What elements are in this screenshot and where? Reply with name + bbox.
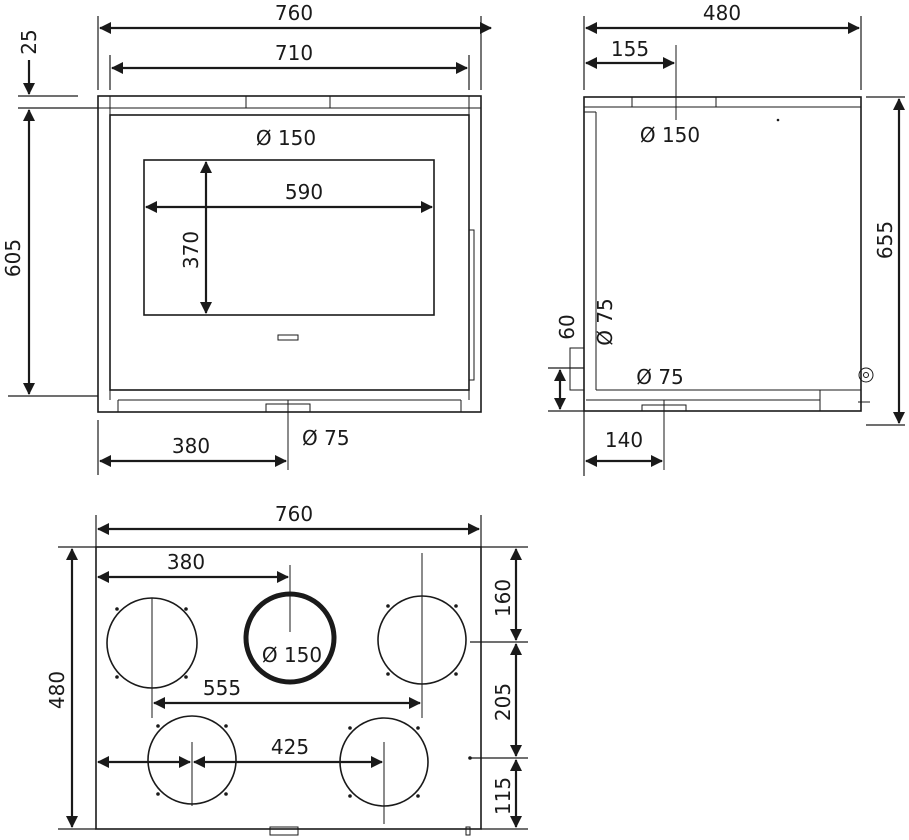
dim-655: 655 <box>873 221 897 259</box>
dim-25: 25 <box>17 29 41 54</box>
side-inlet-pipe <box>569 347 585 391</box>
dim-760-top: 760 <box>275 502 313 526</box>
dim-205: 205 <box>491 683 515 721</box>
dim-380-front: 380 <box>172 434 210 458</box>
bottom-connector <box>269 826 299 836</box>
door-handle <box>277 334 299 341</box>
dim-555: 555 <box>203 676 241 700</box>
top-flue-label: Ø 150 <box>262 643 322 667</box>
side-flue-label: Ø 150 <box>640 123 700 147</box>
dim-60: 60 <box>555 314 579 339</box>
dim-380-top: 380 <box>167 550 205 574</box>
dim-605: 605 <box>1 239 25 277</box>
front-flue-collar <box>245 95 331 109</box>
mounting-dots <box>115 604 472 798</box>
dim-590: 590 <box>285 180 323 204</box>
side-view: 480 155 Ø 150 655 60 Ø 75 Ø 75 140 <box>548 1 905 476</box>
front-flue-label: Ø 150 <box>256 126 316 150</box>
dim-155: 155 <box>611 37 649 61</box>
dim-140: 140 <box>605 428 643 452</box>
dim-760-front: 760 <box>275 1 313 25</box>
dim-370: 370 <box>179 231 203 269</box>
front-glass-window <box>143 159 435 316</box>
dim-425: 425 <box>271 735 309 759</box>
front-door-frame <box>109 114 470 391</box>
front-air-inlet-label: Ø 75 <box>302 426 350 450</box>
dim-710: 710 <box>275 41 313 65</box>
front-view: 760 710 25 605 Ø 150 590 370 Ø 75 380 <box>1 1 492 475</box>
dim-480-side: 480 <box>703 1 741 25</box>
side-body-outline <box>583 96 862 412</box>
dim-115: 115 <box>491 777 515 815</box>
side-knob <box>858 367 874 383</box>
top-body-outline <box>95 546 482 830</box>
top-view: 760 380 Ø 150 480 160 205 115 555 425 <box>45 502 528 836</box>
side-inlet-vertical-label: Ø 75 <box>593 298 617 346</box>
dim-480-top: 480 <box>45 671 69 709</box>
dim-160: 160 <box>491 579 515 617</box>
side-inlet-horizontal-label: Ø 75 <box>636 365 684 389</box>
side-flue-collar <box>631 96 717 108</box>
